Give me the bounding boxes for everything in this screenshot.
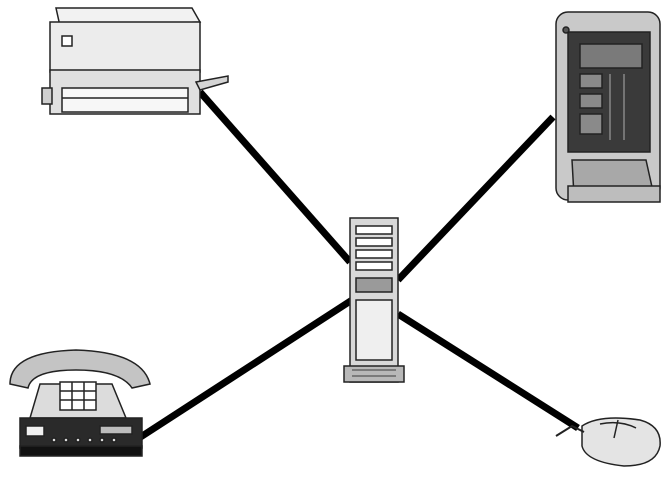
server-icon	[343, 217, 405, 383]
printer-icon	[41, 7, 229, 115]
mouse-icon	[555, 417, 661, 467]
link-monitor-server	[395, 114, 556, 283]
monitor-icon	[555, 11, 661, 203]
modem-icon	[19, 417, 143, 457]
link-mouse-server	[396, 311, 580, 431]
telephone-icon	[9, 349, 151, 419]
link-printer-server	[197, 89, 353, 265]
link-phone-server	[134, 297, 354, 443]
connections	[134, 89, 580, 443]
